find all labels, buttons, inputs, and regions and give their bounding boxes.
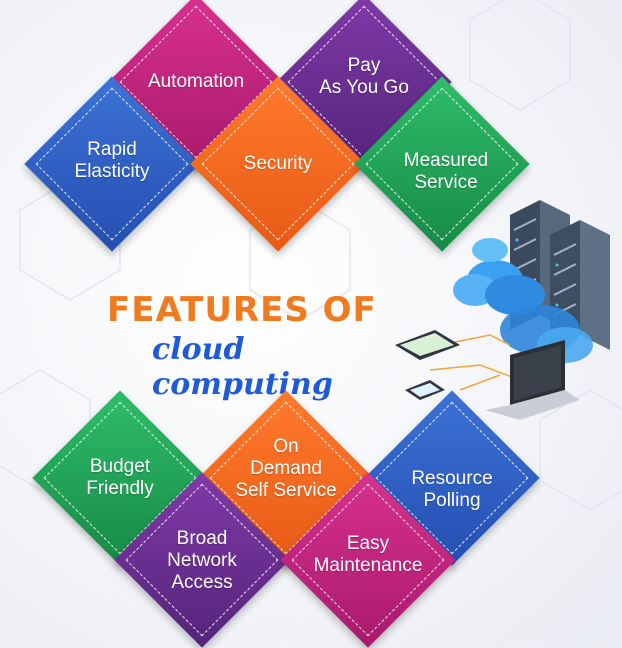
resource-polling-label: Resource Polling: [411, 468, 493, 511]
pay-as-you-go-label: Pay As You Go: [319, 55, 409, 98]
heading-features-of: FEATURES OF: [107, 290, 377, 330]
heading-cloud-computing: cloud computing: [152, 332, 333, 402]
budget-friendly-label: Budget Friendly: [86, 456, 154, 499]
automation-label: Automation: [147, 71, 245, 92]
phone-icon: [405, 380, 445, 400]
measured-service-label: Measured Service: [403, 150, 489, 193]
cloud-illustration: [395, 200, 610, 420]
on-demand-self-service-label: On Demand Self Service: [235, 436, 337, 501]
laptop-icon: [485, 340, 580, 420]
security-label: Security: [243, 153, 313, 174]
broad-network-access-label: Broad Network Access: [167, 528, 237, 593]
rapid-elasticity-label: Rapid Elasticity: [74, 139, 150, 182]
tablet-icon: [395, 330, 460, 360]
easy-maintenance-label: Easy Maintenance: [313, 533, 423, 576]
